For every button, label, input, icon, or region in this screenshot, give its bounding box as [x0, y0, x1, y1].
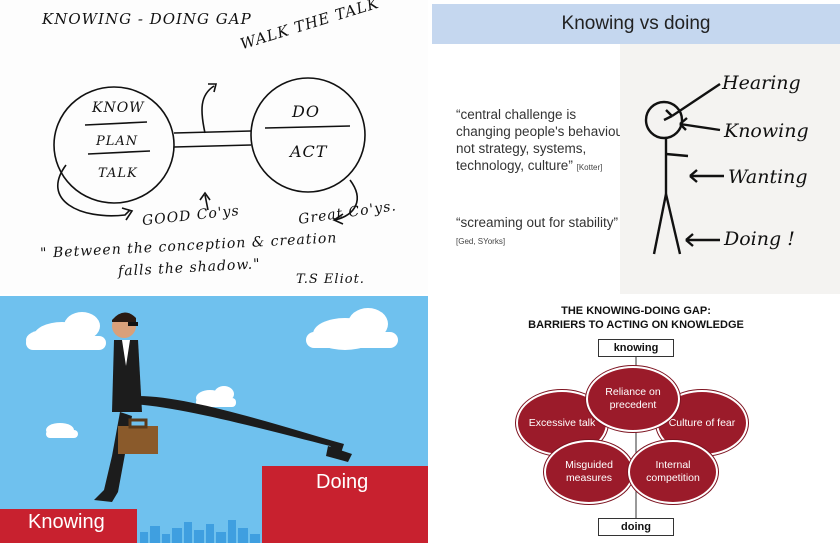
bubble-internal-competition: Internal competition — [628, 440, 718, 504]
walking-man — [94, 312, 352, 502]
sketch-title: KNOWING - DOING GAP — [42, 10, 252, 28]
doing-label: Doing ! — [724, 228, 795, 250]
act-label: ACT — [290, 142, 328, 161]
kotter-quote-text: “central challenge is changing people's … — [456, 107, 631, 173]
know-label: KNOW — [92, 100, 145, 116]
diagram-panel: THE KNOWING-DOING GAP: BARRIERS TO ACTIN… — [432, 296, 840, 543]
cartoon-scene — [0, 308, 428, 543]
bubble-reliance-on-precedent: Reliance on precedent — [586, 366, 680, 432]
slide-panel: Knowing vs doing “central challenge is c… — [432, 4, 840, 294]
doing-block-label: Doing — [316, 471, 369, 493]
do-circle — [250, 77, 366, 193]
hearing-label: Hearing — [722, 72, 801, 94]
knowing-block — [0, 509, 137, 543]
cloud-right — [306, 308, 398, 350]
eliot-author: T.S Eliot. — [296, 272, 365, 287]
talk-label: TALK — [98, 166, 138, 181]
briefcase-icon — [118, 426, 158, 454]
bubble-misguided-measures: Misguided measures — [544, 440, 634, 504]
cloud-left — [26, 312, 106, 350]
stick-figure-image: Hearing Knowing Wanting Doing ! — [620, 44, 840, 294]
cloud-small-center — [196, 386, 236, 407]
stability-quote: “screaming out for stability” [Ged, SYor… — [456, 214, 632, 250]
knowing-label: Knowing — [724, 120, 809, 142]
kotter-citation: [Kotter] — [576, 163, 603, 172]
stick-figure-drawing — [644, 83, 724, 255]
slide-title: Knowing vs doing — [432, 4, 840, 44]
city-skyline — [140, 520, 260, 543]
diagram-title: THE KNOWING-DOING GAP: BARRIERS TO ACTIN… — [432, 304, 840, 332]
doing-box: doing — [598, 518, 674, 536]
knowing-box: knowing — [598, 339, 674, 357]
kotter-quote: “central challenge is changing people's … — [456, 106, 632, 176]
wanting-label: Wanting — [728, 166, 808, 188]
sketch-panel: KNOWING - DOING GAP WALK THE TALK KNOW P… — [0, 0, 428, 294]
doing-block — [262, 466, 428, 543]
stability-citation: [Ged, SYorks] — [456, 237, 506, 246]
plan-label: PLAN — [96, 134, 139, 149]
diagram-title-line1: THE KNOWING-DOING GAP: — [561, 305, 711, 317]
cartoon-panel: Knowing Doing — [0, 296, 428, 543]
cloud-small-left — [46, 423, 78, 438]
sketch-drawing — [53, 77, 366, 225]
stability-quote-text: “screaming out for stability” — [456, 215, 619, 230]
diagram-title-line2: BARRIERS TO ACTING ON KNOWLEDGE — [528, 319, 744, 331]
knowing-block-label: Knowing — [28, 511, 105, 533]
do-label: DO — [292, 102, 320, 121]
know-circle — [53, 86, 175, 204]
